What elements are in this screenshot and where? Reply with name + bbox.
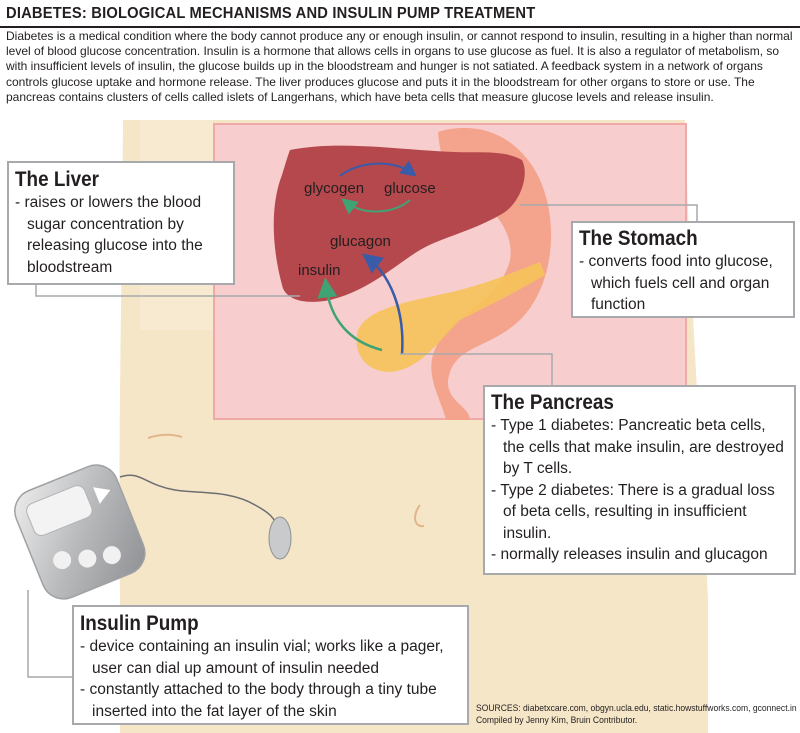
infographic-title: DIABETES: BIOLOGICAL MECHANISMS AND INSU… bbox=[6, 5, 536, 22]
pancreas-point-normal: normally releases insulin and glucagon bbox=[491, 544, 788, 566]
pancreas-point-type1: Type 1 diabetes: Pancreatic beta cells, … bbox=[491, 415, 788, 480]
credits: SOURCES: diabetxcare.com, obgyn.ucla.edu… bbox=[476, 703, 797, 727]
intro-paragraph: Diabetes is a medical condition where th… bbox=[6, 29, 793, 104]
glucose-to-glycogen-arrow bbox=[341, 198, 411, 215]
pancreas-callout: The Pancreas Type 1 diabetes: Pancreatic… bbox=[483, 385, 796, 575]
glucagon-arrow bbox=[362, 253, 404, 355]
liver bbox=[273, 145, 525, 302]
liver-leader bbox=[35, 285, 300, 297]
stomach-leader bbox=[520, 204, 698, 221]
insulin-pump-points: device containing an insulin vial; works… bbox=[80, 636, 461, 722]
glucagon-label: glucagon bbox=[330, 233, 391, 250]
stomach bbox=[431, 127, 552, 420]
insulin-label: insulin bbox=[298, 262, 341, 279]
stomach-points: converts food into glucose, which fuels … bbox=[579, 251, 787, 316]
liver-callout: The Liver raises or lowers the blood sug… bbox=[7, 161, 235, 285]
glycogen-label: glycogen bbox=[304, 180, 365, 197]
pancreas-heading: The Pancreas bbox=[491, 391, 614, 414]
insulin-arrow bbox=[317, 277, 383, 352]
insulin-pump-point: constantly attached to the body through … bbox=[80, 679, 461, 722]
sources-line: SOURCES: diabetxcare.com, obgyn.ucla.edu… bbox=[476, 703, 797, 714]
stomach-point: converts food into glucose, which fuels … bbox=[579, 251, 787, 316]
pump-leader bbox=[27, 590, 72, 678]
pancreas-point-type2: Type 2 diabetes: There is a gradual loss… bbox=[491, 480, 788, 545]
liver-points: raises or lowers the blood sugar concent… bbox=[15, 192, 227, 278]
insulin-pump-callout: Insulin Pump device containing an insuli… bbox=[72, 605, 469, 725]
insulin-pump-heading: Insulin Pump bbox=[80, 612, 199, 635]
title-rule bbox=[0, 26, 800, 28]
glycogen-to-glucose-arrow bbox=[339, 160, 417, 177]
liver-heading: The Liver bbox=[15, 168, 100, 191]
pancreas-leader bbox=[400, 353, 553, 385]
stomach-heading: The Stomach bbox=[579, 227, 698, 250]
stomach-callout: The Stomach converts food into glucose, … bbox=[571, 221, 795, 318]
pancreas bbox=[356, 262, 545, 372]
navel bbox=[414, 504, 425, 528]
insulin-pump-point: device containing an insulin vial; works… bbox=[80, 636, 461, 679]
insulin-pump-device bbox=[14, 464, 292, 600]
glucose-label: glucose bbox=[384, 180, 436, 197]
liver-point: raises or lowers the blood sugar concent… bbox=[15, 192, 227, 278]
pancreas-points: Type 1 diabetes: Pancreatic beta cells, … bbox=[491, 415, 788, 566]
compiled-by-line: Compiled by Jenny Kim, Bruin Contributor… bbox=[476, 715, 638, 726]
